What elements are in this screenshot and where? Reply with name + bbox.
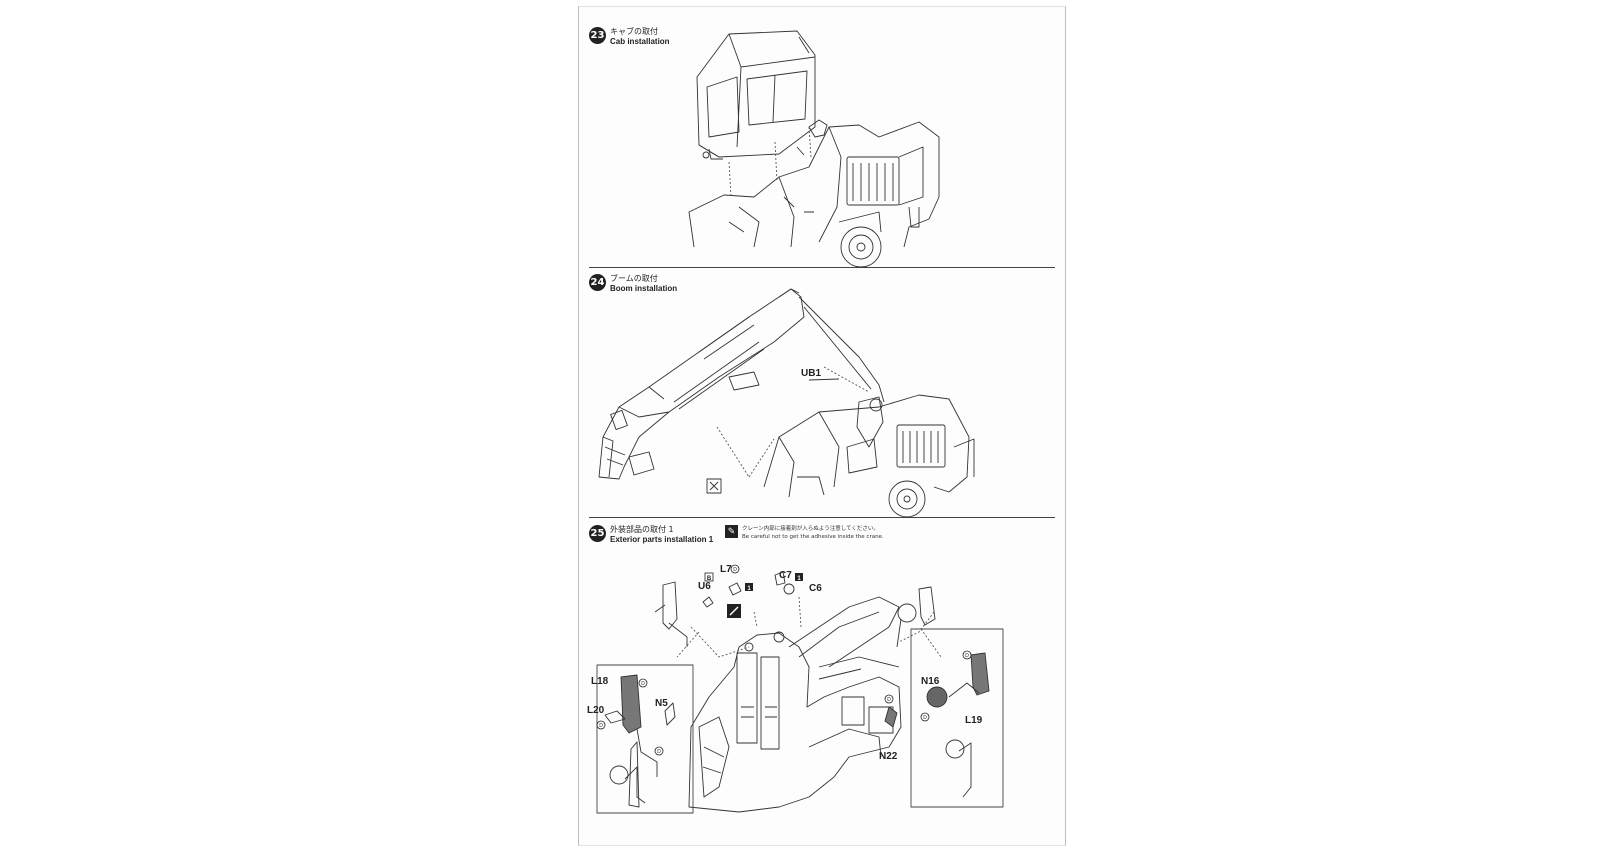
label-u6: U6 bbox=[698, 581, 711, 592]
label-n16: N16 bbox=[921, 676, 940, 687]
step-24-header: 24 ブームの取付 Boom installation bbox=[589, 274, 677, 294]
right-mirror-parts bbox=[926, 652, 990, 798]
step-23-title-jp: キャブの取付 bbox=[610, 27, 658, 36]
marker-d-4: D bbox=[657, 749, 661, 755]
no-glue-icon bbox=[706, 478, 722, 494]
marker-d-2: D bbox=[641, 681, 645, 687]
label-c7: C7 bbox=[779, 570, 792, 581]
marker-d-3: D bbox=[599, 723, 603, 729]
label-l7: L7 bbox=[720, 564, 732, 575]
caution-text-jp: クレーン内部に接着剤が入らぬよう注意してください。 bbox=[742, 526, 879, 532]
marker-d-6: D bbox=[965, 653, 969, 659]
left-mirror-illustration bbox=[654, 581, 688, 647]
right-mirror-illustration bbox=[896, 586, 936, 648]
marker-1-box-b bbox=[795, 573, 803, 581]
instruction-page: 23 キャブの取付 Cab installation 24 ブームの取付 Boo… bbox=[578, 6, 1066, 846]
step-23-number: 23 bbox=[589, 27, 606, 44]
step-23-title-en: Cab installation bbox=[610, 37, 670, 46]
step-25-title-en: Exterior parts installation 1 bbox=[610, 535, 714, 544]
step-23-header: 23 キャブの取付 Cab installation bbox=[589, 27, 670, 47]
part-markers: B 1 1 D D D D D D D bbox=[596, 564, 972, 756]
label-n5: N5 bbox=[655, 698, 668, 709]
adhesive-caution-note: ✎ クレーン内部に接着剤が入らぬよう注意してください。 Be careful n… bbox=[725, 525, 884, 541]
part-l7-shape bbox=[728, 582, 742, 596]
caution-text-en: Be careful not to get the adhesive insid… bbox=[742, 534, 884, 540]
cab-illustration bbox=[696, 30, 816, 160]
step-25-title-jp: 外装部品の取付 1 bbox=[610, 525, 674, 534]
step-25-number: 25 bbox=[589, 525, 606, 542]
cab-guide-lines-step23 bbox=[728, 126, 812, 198]
step-24-number: 24 bbox=[589, 274, 606, 291]
left-mirror-parts bbox=[604, 674, 676, 808]
label-ub1: UB1 bbox=[801, 368, 821, 379]
right-mirror-detail-box bbox=[910, 628, 1004, 808]
crane-body-step24 bbox=[763, 394, 975, 518]
part-c6-shape bbox=[783, 583, 795, 595]
crane-front-step25 bbox=[688, 596, 902, 813]
glue-brush-icon: ✎ bbox=[725, 525, 738, 538]
marker-1-a: 1 bbox=[747, 586, 751, 592]
label-c6: C6 bbox=[809, 583, 822, 594]
marker-1-b: 1 bbox=[797, 576, 801, 582]
part-u6-shape bbox=[702, 596, 714, 608]
boom-illustration bbox=[598, 288, 885, 480]
label-l20: L20 bbox=[587, 705, 605, 716]
part-n22-shape bbox=[884, 706, 898, 728]
label-l19: L19 bbox=[965, 715, 983, 726]
boom-guide-lines bbox=[716, 366, 870, 478]
step-24-title-jp: ブームの取付 bbox=[610, 274, 658, 283]
marker-d-1: D bbox=[733, 567, 737, 573]
step25-guide-lines bbox=[676, 596, 942, 723]
assembly-illustrations: B 1 1 D D D D D D D UB1 U6 L7 C7 C6 L18 … bbox=[587, 30, 1004, 814]
part-c7-shape bbox=[774, 571, 786, 586]
marker-b-box bbox=[704, 572, 714, 582]
glue-brush-icon-step25 bbox=[727, 604, 741, 618]
marker-b: B bbox=[707, 576, 712, 582]
crane-body-step23 bbox=[688, 119, 940, 268]
step-24-title-en: Boom installation bbox=[610, 284, 678, 293]
divider-2 bbox=[589, 517, 1055, 518]
marker-d-5: D bbox=[887, 697, 891, 703]
divider-1 bbox=[589, 267, 1055, 268]
left-mirror-detail-box bbox=[596, 664, 694, 814]
label-l18: L18 bbox=[591, 676, 609, 687]
ub1-pin-line bbox=[808, 378, 840, 381]
step-25-header: 25 外装部品の取付 1 Exterior parts installation… bbox=[589, 525, 713, 545]
marker-d-7: D bbox=[923, 715, 927, 721]
label-n22: N22 bbox=[879, 751, 898, 762]
marker-1-box-a bbox=[745, 583, 753, 591]
